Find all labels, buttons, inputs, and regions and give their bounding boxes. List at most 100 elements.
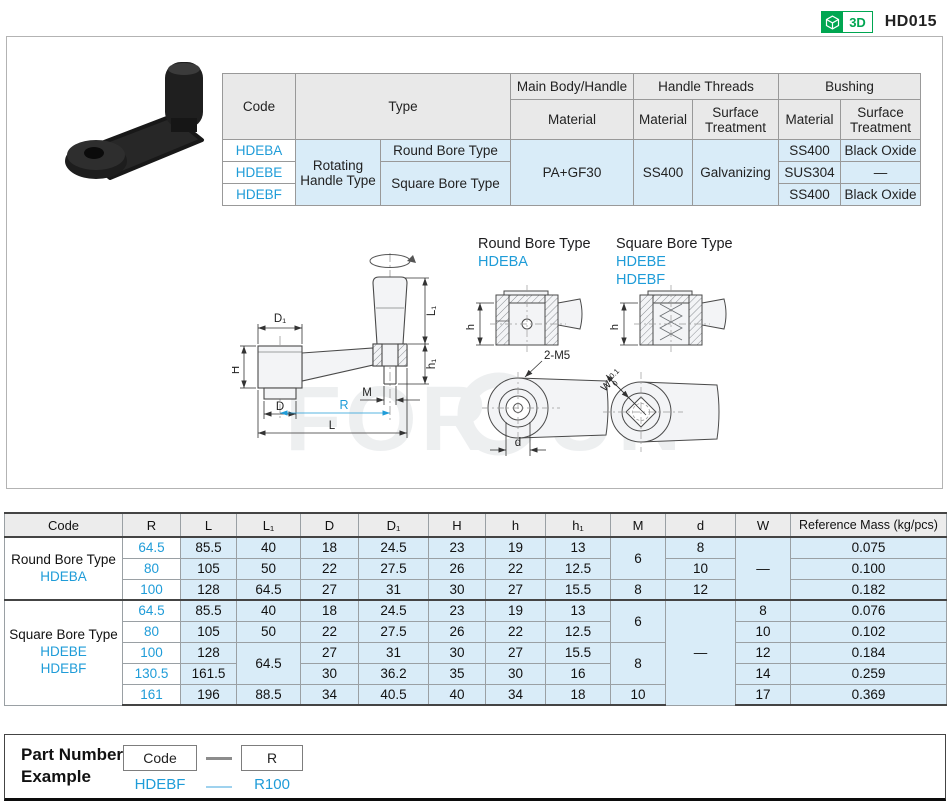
cell: 27 — [486, 642, 546, 663]
cell: 105 — [181, 621, 237, 642]
cell: 161.5 — [181, 663, 237, 684]
dim-h-label: H — [232, 366, 242, 374]
cell: 0.184 — [791, 642, 947, 663]
cell: 15.5 — [546, 579, 611, 600]
table-row: Round Bore Type HDEBA 64.5 85.5 40 18 24… — [5, 537, 947, 558]
spec-bushing-surface: Black Oxide — [841, 140, 921, 162]
spec-h-main: Main Body/Handle — [511, 74, 634, 100]
cell-r: 130.5 — [123, 663, 181, 684]
spec-bushing-material: SS400 — [779, 184, 841, 206]
cube-3d-icon — [821, 11, 843, 33]
cell: 27 — [301, 579, 359, 600]
cell: 24.5 — [359, 537, 429, 558]
cell: 10 — [666, 558, 736, 579]
cell: 18 — [546, 684, 611, 705]
cell: 13 — [546, 600, 611, 621]
cell: 31 — [359, 642, 429, 663]
cell: 6 — [611, 537, 666, 579]
cell: 36.2 — [359, 663, 429, 684]
cell: 30 — [486, 663, 546, 684]
dim-h-m: M — [611, 513, 666, 537]
spec-h-material: Material — [511, 100, 634, 140]
cell: 40.5 — [359, 684, 429, 705]
cell: 27 — [486, 579, 546, 600]
spec-code-hdebf[interactable]: HDEBF — [223, 184, 296, 206]
dim-h-h1: h₁ — [546, 513, 611, 537]
cell: 31 — [359, 579, 429, 600]
spec-code-hdeba[interactable]: HDEBA — [223, 140, 296, 162]
table-row: 100 128 64.5 27 31 30 27 15.5 8 12 0.182 — [5, 579, 947, 600]
cell: 8 — [736, 600, 791, 621]
cell: 40 — [237, 600, 301, 621]
dim-h-h: h — [486, 513, 546, 537]
dim-r-label: R — [339, 398, 348, 412]
cell: 128 — [181, 579, 237, 600]
cell: 26 — [429, 621, 486, 642]
dim-h-code: Code — [5, 513, 123, 537]
dimension-table: Code R L L₁ D D₁ H h h₁ M d W Reference … — [4, 512, 947, 706]
table-row: 100 128 64.5 27 31 30 27 15.5 8 12 0.184 — [5, 642, 947, 663]
section-h-label: h — [466, 324, 477, 330]
spec-h-material: Material — [634, 100, 693, 140]
square-bore-title: Square Bore Type — [616, 236, 733, 252]
cell: 196 — [181, 684, 237, 705]
cell-r: 100 — [123, 579, 181, 600]
spec-table: Code Type Main Body/Handle Handle Thread… — [222, 73, 921, 206]
dim-code-round: Round Bore Type HDEBA — [5, 537, 123, 600]
square-bore-code[interactable]: HDEBE — [616, 254, 666, 270]
cell: 13 — [546, 537, 611, 558]
cell: 10 — [736, 621, 791, 642]
cell: 105 — [181, 558, 237, 579]
dim-l1-label: L₁ — [426, 306, 438, 316]
part-number-example-title: Part Number Example — [21, 744, 123, 788]
spec-h-type: Type — [296, 74, 511, 140]
cell: 18 — [301, 537, 359, 558]
cell: 26 — [429, 558, 486, 579]
dim-code-square: Square Bore Type HDEBE HDEBF — [5, 600, 123, 705]
dim-h-l1: L₁ — [237, 513, 301, 537]
dim-code-link[interactable]: HDEBA — [40, 569, 87, 584]
part-number-dash-blue — [206, 786, 232, 788]
cell: 12.5 — [546, 621, 611, 642]
cell: 24.5 — [359, 600, 429, 621]
round-bore-title: Round Bore Type — [478, 236, 591, 252]
table-row: Square Bore Type HDEBE HDEBF 64.5 85.5 4… — [5, 600, 947, 621]
spec-code-hdebe[interactable]: HDEBE — [223, 162, 296, 184]
spec-type-group: Rotating Handle Type — [296, 140, 381, 206]
spec-bushing-surface: — — [841, 162, 921, 184]
spec-bushing-surface: Black Oxide — [841, 184, 921, 206]
dim-d-label: D — [276, 401, 284, 413]
cell-r: 80 — [123, 558, 181, 579]
cell: 85.5 — [181, 600, 237, 621]
spec-h-material: Material — [779, 100, 841, 140]
part-number-example-code: HDEBF — [123, 776, 197, 793]
table-row: 80 105 50 22 27.5 26 22 12.5 10 0.102 — [5, 621, 947, 642]
cell: 0.100 — [791, 558, 947, 579]
cell: 30 — [429, 642, 486, 663]
cell: 0.259 — [791, 663, 947, 684]
badge-3d-label: 3D — [843, 11, 873, 33]
dim-code-link[interactable]: HDEBE — [40, 644, 87, 659]
dim-h-l: L — [181, 513, 237, 537]
dim-h-dsm: d — [666, 513, 736, 537]
badge-3d[interactable]: 3D — [821, 11, 873, 33]
dim-l-label: L — [329, 420, 336, 432]
spec-h-bushing: Bushing — [779, 74, 921, 100]
cell-r: 80 — [123, 621, 181, 642]
cell: 22 — [301, 621, 359, 642]
dim-h-r: R — [123, 513, 181, 537]
cell: 0.369 — [791, 684, 947, 705]
cell: — — [736, 537, 791, 600]
dim-code-link[interactable]: HDEBF — [41, 661, 87, 676]
cell: 0.076 — [791, 600, 947, 621]
cell: 0.075 — [791, 537, 947, 558]
cell: 50 — [237, 558, 301, 579]
round-bore-code[interactable]: HDEBA — [478, 254, 528, 270]
spec-bushing-material: SS400 — [779, 140, 841, 162]
cell: 27.5 — [359, 621, 429, 642]
dim-d-small-label: d — [515, 437, 521, 449]
dim-h-hcap: H — [429, 513, 486, 537]
cell: 30 — [429, 579, 486, 600]
crank-handle-photo — [50, 56, 235, 186]
cell: 0.182 — [791, 579, 947, 600]
